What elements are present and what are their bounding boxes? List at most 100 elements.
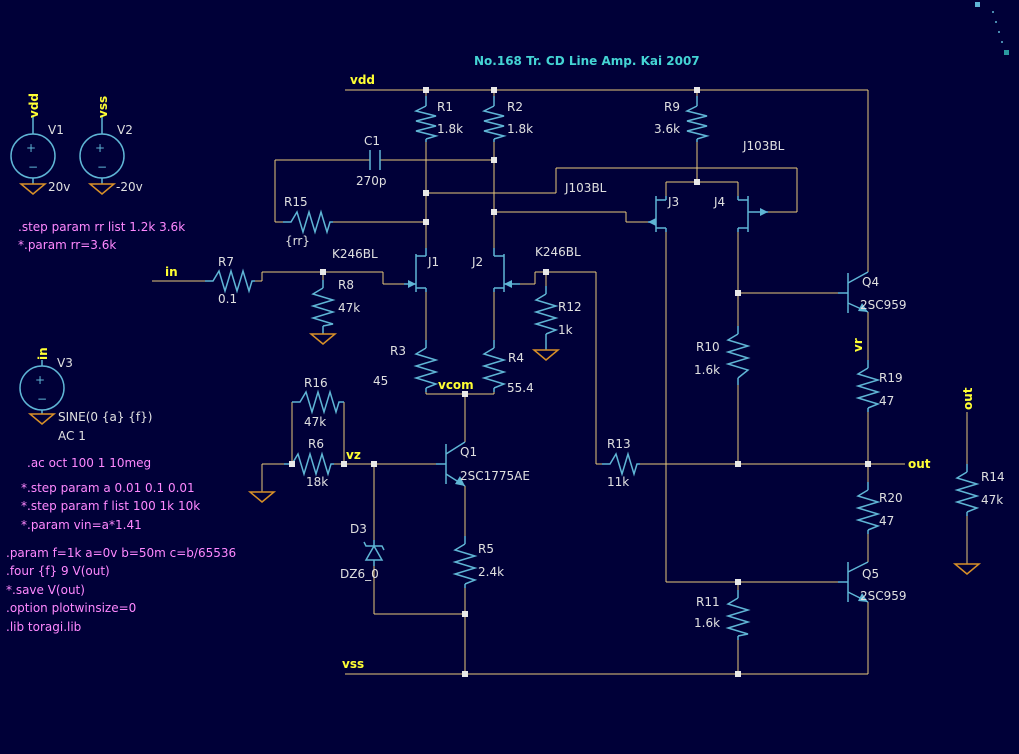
resistor-r9[interactable]	[684, 96, 710, 142]
directive-line: .lib toragi.lib	[6, 620, 81, 634]
jfet-j2[interactable]	[493, 248, 520, 292]
net-label-in: in	[165, 265, 178, 279]
net-label-vz: vz	[346, 448, 361, 462]
voltage-source-v1[interactable]: + −	[10, 116, 56, 184]
r10-ref: R10	[696, 340, 720, 354]
r11-value: 1.6k	[694, 616, 720, 630]
r8-value: 47k	[338, 301, 360, 315]
r6-value: 18k	[306, 475, 328, 489]
resistor-r4[interactable]	[481, 340, 507, 392]
v3-value: SINE(0 {a} {f})	[58, 410, 152, 424]
net-label-out: out	[908, 457, 931, 471]
c1-value: 270p	[356, 174, 387, 188]
r16-ref: R16	[304, 376, 328, 390]
svg-text:−: −	[28, 160, 38, 174]
svg-text:+: +	[95, 141, 105, 155]
spice-directives: .step param rr list 1.2k 3.6k *.param rr…	[6, 220, 236, 634]
r4-ref: R4	[508, 351, 524, 365]
j4-ref: J4	[713, 195, 725, 209]
zener-diode-d3[interactable]	[363, 540, 385, 566]
resistor-r19[interactable]	[855, 360, 881, 412]
d3-model: DZ6_0	[340, 567, 379, 581]
jfet-j4[interactable]	[737, 196, 768, 232]
resistor-r2[interactable]	[481, 96, 507, 142]
v1-net-label: vdd	[27, 93, 41, 118]
resistor-r8[interactable]	[310, 280, 336, 334]
svg-text:−: −	[37, 392, 47, 406]
r16-value: 47k	[304, 415, 326, 429]
net-label-vcom: vcom	[438, 378, 474, 392]
directive-line: *.save V(out)	[6, 583, 85, 597]
bjt-q4[interactable]	[838, 271, 869, 313]
jfet-j1[interactable]	[404, 248, 427, 292]
resistor-r11[interactable]	[725, 590, 751, 640]
bjt-q1[interactable]	[436, 441, 466, 487]
r2-ref: R2	[507, 100, 523, 114]
net-label-vr: vr	[851, 338, 865, 352]
resistor-r13[interactable]	[602, 451, 640, 477]
r9-ref: R9	[664, 100, 680, 114]
directive-line: .param f=1k a=0v b=50m c=b/65536	[6, 546, 236, 560]
resistor-r16[interactable]	[292, 389, 344, 415]
net-label-vdd: vdd	[350, 73, 375, 87]
d3-ref: D3	[350, 522, 367, 536]
v3-ref: V3	[57, 356, 73, 370]
svg-text:−: −	[97, 160, 107, 174]
wires	[152, 89, 968, 675]
resistor-r14[interactable]	[954, 464, 980, 516]
directive-line: *.step param f list 100 1k 10k	[21, 499, 200, 513]
directive-line: .ac oct 100 1 10meg	[27, 456, 151, 470]
q1-ref: Q1	[460, 445, 477, 459]
resistor-r15[interactable]	[283, 209, 333, 235]
schematic-title: No.168 Tr. CD Line Amp. Kai 2007	[474, 54, 700, 68]
v3-ac-value: AC 1	[58, 429, 86, 443]
r19-value: 47	[879, 394, 894, 408]
r15-ref: R15	[284, 195, 308, 209]
directive-line: *.param vin=a*1.41	[21, 518, 142, 532]
directive-line: .four {f} 9 V(out)	[6, 564, 110, 578]
q1-model: 2SC1775AE	[460, 469, 530, 483]
r14-value: 47k	[981, 493, 1003, 507]
v1-ref: V1	[48, 123, 64, 137]
r9-value: 3.6k	[654, 122, 680, 136]
directive-line: *.step param a 0.01 0.1 0.01	[21, 481, 195, 495]
j3-model: J103BL	[564, 181, 607, 195]
resistor-r6[interactable]	[284, 451, 334, 477]
jfet-j3[interactable]	[648, 196, 667, 232]
r6-ref: R6	[308, 437, 324, 451]
v2-net-label: vss	[96, 96, 110, 118]
q5-ref: Q5	[862, 567, 879, 581]
bjt-q5[interactable]	[838, 561, 869, 603]
voltage-source-v3[interactable]: + −	[19, 360, 65, 414]
r15-value: {rr}	[285, 234, 310, 248]
svg-text:+: +	[35, 373, 45, 387]
j3-ref: J3	[667, 195, 679, 209]
j1-ref: J1	[427, 255, 439, 269]
resistor-r1[interactable]	[413, 96, 439, 142]
resistor-r20[interactable]	[855, 482, 881, 534]
resistor-r12[interactable]	[533, 286, 559, 350]
r20-value: 47	[879, 514, 894, 528]
r20-ref: R20	[879, 491, 903, 505]
voltage-source-v2[interactable]: + −	[79, 116, 125, 184]
resistor-r7[interactable]	[205, 268, 255, 294]
r11-ref: R11	[696, 595, 720, 609]
resistor-r5[interactable]	[452, 536, 478, 588]
r7-value: 0.1	[218, 292, 237, 306]
c1-ref: C1	[364, 134, 380, 148]
v1-value: 20v	[48, 180, 70, 194]
directive-line: .option plotwinsize=0	[6, 601, 136, 615]
r7-ref: R7	[218, 255, 234, 269]
resistor-r10[interactable]	[725, 326, 751, 385]
r12-ref: R12	[558, 300, 582, 314]
r1-ref: R1	[437, 100, 453, 114]
r8-ref: R8	[338, 278, 354, 292]
resistor-r3[interactable]	[413, 340, 439, 392]
capacitor-c1[interactable]	[369, 150, 381, 170]
r12-value: 1k	[558, 323, 573, 337]
corner-marks	[975, 2, 1009, 55]
v2-ref: V2	[117, 123, 133, 137]
component-labels: R1 1.8k R2 1.8k R3 45 R4 55.4 R5 2.4k R6…	[48, 100, 1005, 630]
net-label-vss: vss	[342, 657, 364, 671]
